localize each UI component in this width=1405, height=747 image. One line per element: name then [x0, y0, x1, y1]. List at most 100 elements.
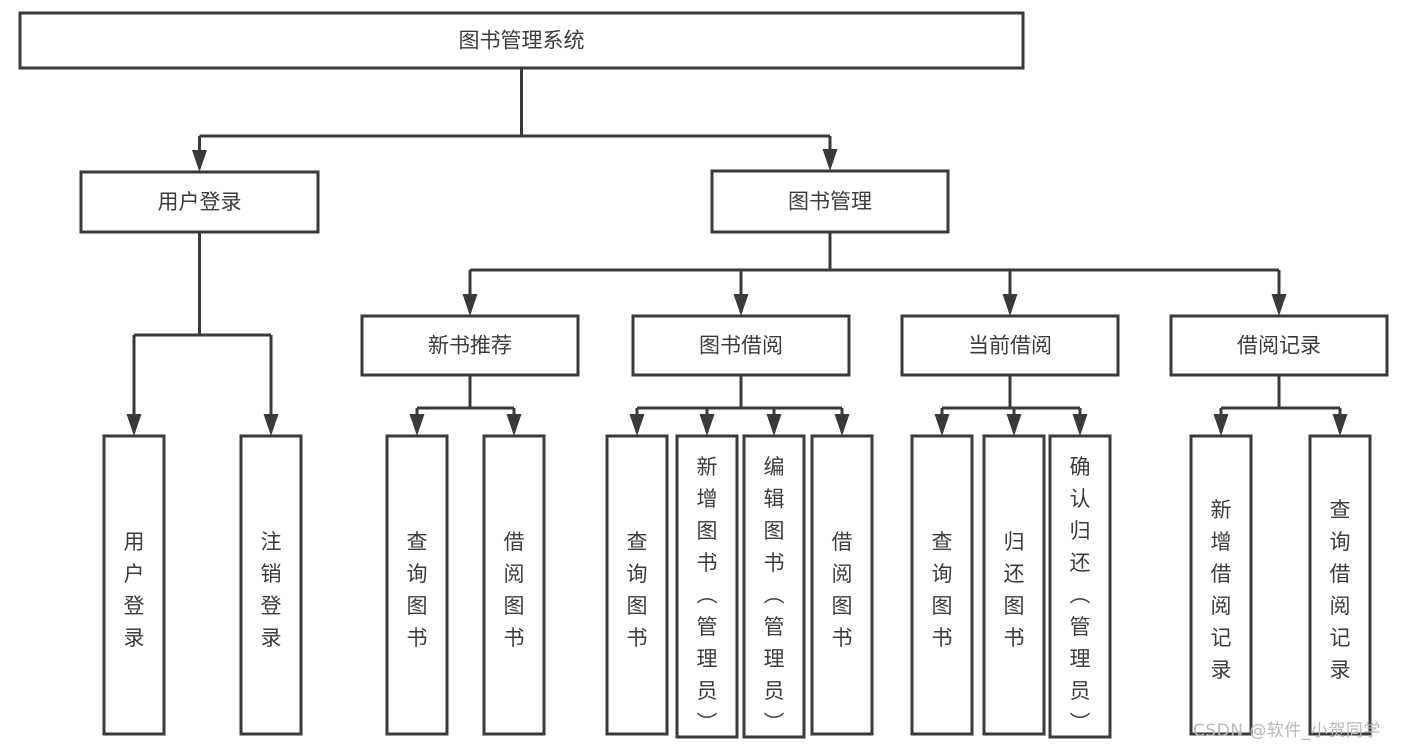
node-leaf-user-login[interactable]: 用户登录: [102, 434, 166, 736]
node-label: 当前借阅: [968, 334, 1052, 358]
node-label-char: 销: [261, 562, 282, 586]
node-label-char: 员: [697, 679, 718, 703]
edge-arrow-icon: [1213, 414, 1229, 436]
node-label-char: 新: [1211, 498, 1232, 522]
node-l1-user-login[interactable]: 用户登录: [79, 170, 320, 234]
node-label-char: 查: [627, 530, 648, 554]
node-label-char: 借: [1211, 562, 1232, 586]
node-label-char: 书: [504, 626, 525, 650]
edge-arrow-icon: [409, 414, 425, 436]
node-label-char: 归: [1070, 519, 1091, 543]
node-label-char: 注: [261, 530, 282, 554]
node-label-char: 录: [261, 626, 282, 650]
node-label-char: 借: [1330, 562, 1351, 586]
edges-layer: [126, 68, 1348, 436]
edge-arrow-icon: [1271, 294, 1287, 316]
node-box: [1308, 434, 1372, 736]
node-label-char: 阅: [832, 562, 853, 586]
node-label-char: （: [761, 584, 785, 605]
edge-arrow-icon: [934, 414, 950, 436]
node-label-char: 图: [627, 594, 648, 618]
node-box: [1189, 434, 1253, 736]
edge-arrow-icon: [699, 414, 715, 436]
node-label-char: （: [694, 584, 718, 605]
node-label-char: 书: [1004, 626, 1025, 650]
node-box: [1169, 314, 1389, 377]
node-label-char: 图: [764, 519, 785, 543]
node-label-char: 员: [764, 679, 785, 703]
node-label-char: （: [1067, 584, 1091, 605]
node-label-char: 还: [1070, 551, 1091, 575]
node-label-char: 书: [627, 626, 648, 650]
node-l2-new-book-rec[interactable]: 新书推荐: [360, 314, 580, 377]
node-label-char: 借: [832, 530, 853, 554]
node-label-char: 理: [764, 647, 785, 671]
node-label-char: ）: [761, 712, 785, 733]
edge-arrow-icon: [629, 414, 645, 436]
node-box: [675, 434, 739, 739]
node-box: [742, 434, 806, 739]
node-label-char: 录: [1330, 658, 1351, 682]
node-label-char: 图: [932, 594, 953, 618]
edge-arrow-icon: [733, 294, 749, 316]
node-label-char: 录: [1211, 658, 1232, 682]
node-label-char: 借: [504, 530, 525, 554]
node-label-char: 询: [407, 562, 428, 586]
edge-arrow-icon: [766, 414, 782, 436]
node-box: [79, 170, 320, 234]
node-box: [910, 434, 974, 736]
node-label-char: 管: [1070, 615, 1091, 639]
node-label-char: 还: [1004, 562, 1025, 586]
node-l2-borrow-record[interactable]: 借阅记录: [1169, 314, 1389, 377]
node-label-char: 图: [504, 594, 525, 618]
node-label-char: 查: [932, 530, 953, 554]
node-label-char: 管: [697, 615, 718, 639]
node-label-char: 书: [697, 551, 718, 575]
node-label-char: 书: [764, 551, 785, 575]
node-label-char: 理: [1070, 647, 1091, 671]
node-label-char: 书: [407, 626, 428, 650]
edge-arrow-icon: [822, 149, 838, 171]
node-label-char: ）: [1067, 712, 1091, 733]
node-label-char: 录: [124, 626, 145, 650]
edge-arrow-icon: [462, 294, 478, 316]
node-root[interactable]: 图书管理系统: [18, 11, 1025, 70]
node-box: [360, 314, 580, 377]
edge-arrow-icon: [1072, 414, 1088, 436]
node-label-char: 图: [832, 594, 853, 618]
node-label-char: 图: [697, 519, 718, 543]
node-label-char: 阅: [504, 562, 525, 586]
node-label-char: 户: [124, 562, 145, 586]
node-l1-book-manage[interactable]: 图书管理: [710, 169, 950, 234]
edge-arrow-icon: [834, 414, 850, 436]
node-label: 图书借阅: [699, 334, 783, 358]
node-label-char: 用: [124, 530, 145, 554]
node-box: [810, 434, 874, 736]
node-box: [605, 434, 669, 736]
node-label-char: 登: [261, 594, 282, 618]
node-box: [482, 434, 546, 736]
node-label-char: 归: [1004, 530, 1025, 554]
nodes-layer: 图书管理系统用户登录图书管理新书推荐图书借阅当前借阅借阅记录用户登录注销登录查询…: [18, 11, 1389, 739]
node-label: 借阅记录: [1237, 334, 1321, 358]
edge-arrow-icon: [126, 414, 142, 436]
node-label-char: 查: [407, 530, 428, 554]
node-label-char: 阅: [1211, 594, 1232, 618]
node-box: [18, 11, 1025, 70]
node-label-char: 图: [407, 594, 428, 618]
node-l2-current-borrow[interactable]: 当前借阅: [900, 314, 1120, 377]
node-l2-book-borrow[interactable]: 图书借阅: [631, 314, 851, 377]
edge-arrow-icon: [1332, 414, 1348, 436]
